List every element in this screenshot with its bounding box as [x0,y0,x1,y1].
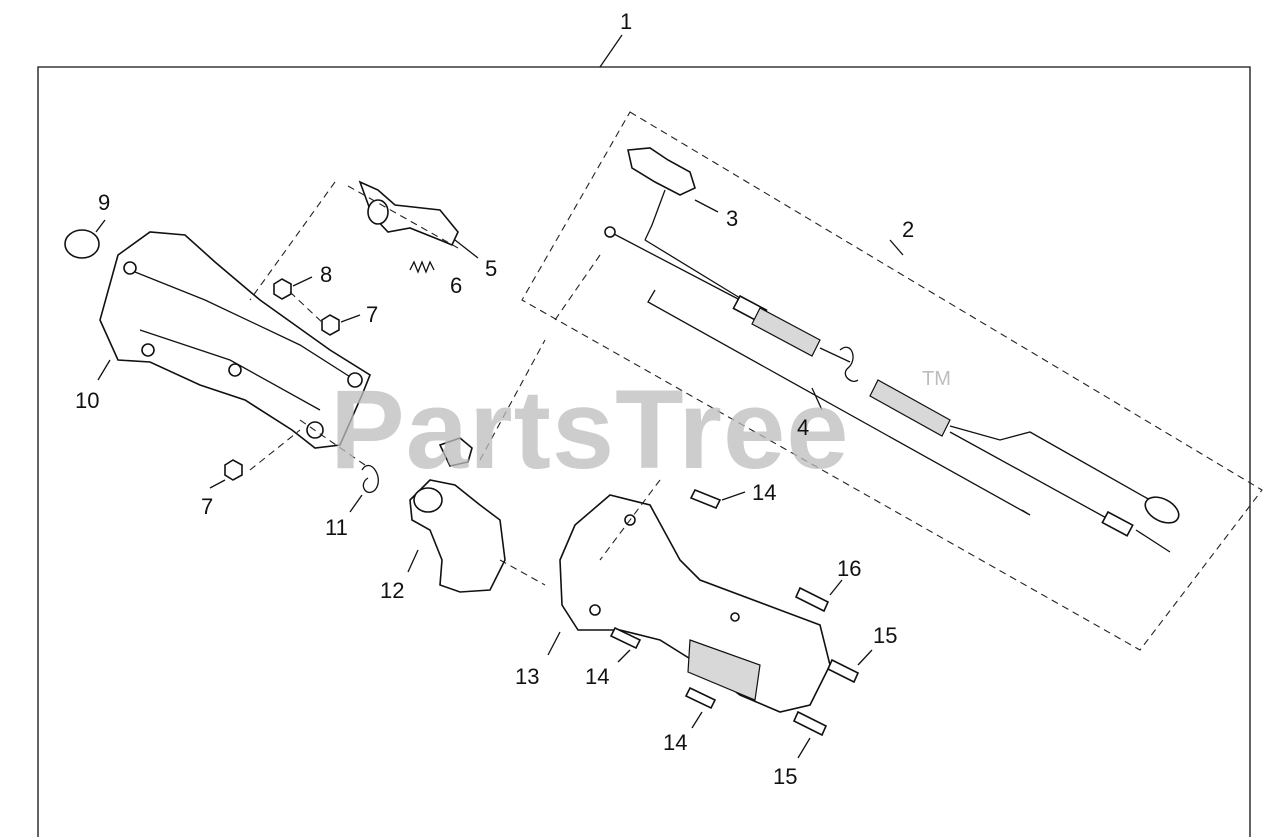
callout-2: 2 [902,217,914,242]
screw-parts [609,488,873,759]
watermark-text: PartsTree [330,367,850,492]
callout-5: 5 [485,256,497,281]
callout-13: 13 [515,664,539,689]
assembly-frame [37,34,1251,837]
callout-6: 6 [450,273,462,298]
assembly-guide-lines [249,181,661,586]
callout-14-top: 14 [752,480,776,505]
throttle-cable-part [604,226,1180,553]
trigger-lock-part [407,437,506,593]
callout-15-lower: 15 [773,764,797,789]
spring-part [409,260,435,274]
callout-7-lower: 7 [201,494,213,519]
callout-9: 9 [98,190,110,215]
callout-8: 8 [320,262,332,287]
watermark-trademark: TM [922,368,951,390]
callout-3: 3 [726,206,738,231]
nut-parts [209,276,361,489]
handle-housing-part [97,231,371,449]
callout-7-upper: 7 [366,302,378,327]
callout-14-middle: 14 [585,664,609,689]
callout-10: 10 [75,388,99,413]
lever-part [358,180,479,259]
callout-15-upper: 15 [873,623,897,648]
torsion-spring-part [349,464,379,513]
callout-12: 12 [380,578,404,603]
callout-16: 16 [837,556,861,581]
watermark: PartsTree TM [330,367,951,492]
throttle-trigger-part [627,147,719,241]
callout-14-bottom: 14 [663,730,687,755]
callout-1: 1 [620,9,632,34]
callout-4: 4 [797,415,809,440]
cable-kit-box [521,111,1263,651]
cap-part [64,219,106,259]
callout-11: 11 [325,515,348,540]
callout-labels: 1 2 3 4 5 6 7 7 8 9 10 11 12 13 14 14 14… [75,9,914,789]
